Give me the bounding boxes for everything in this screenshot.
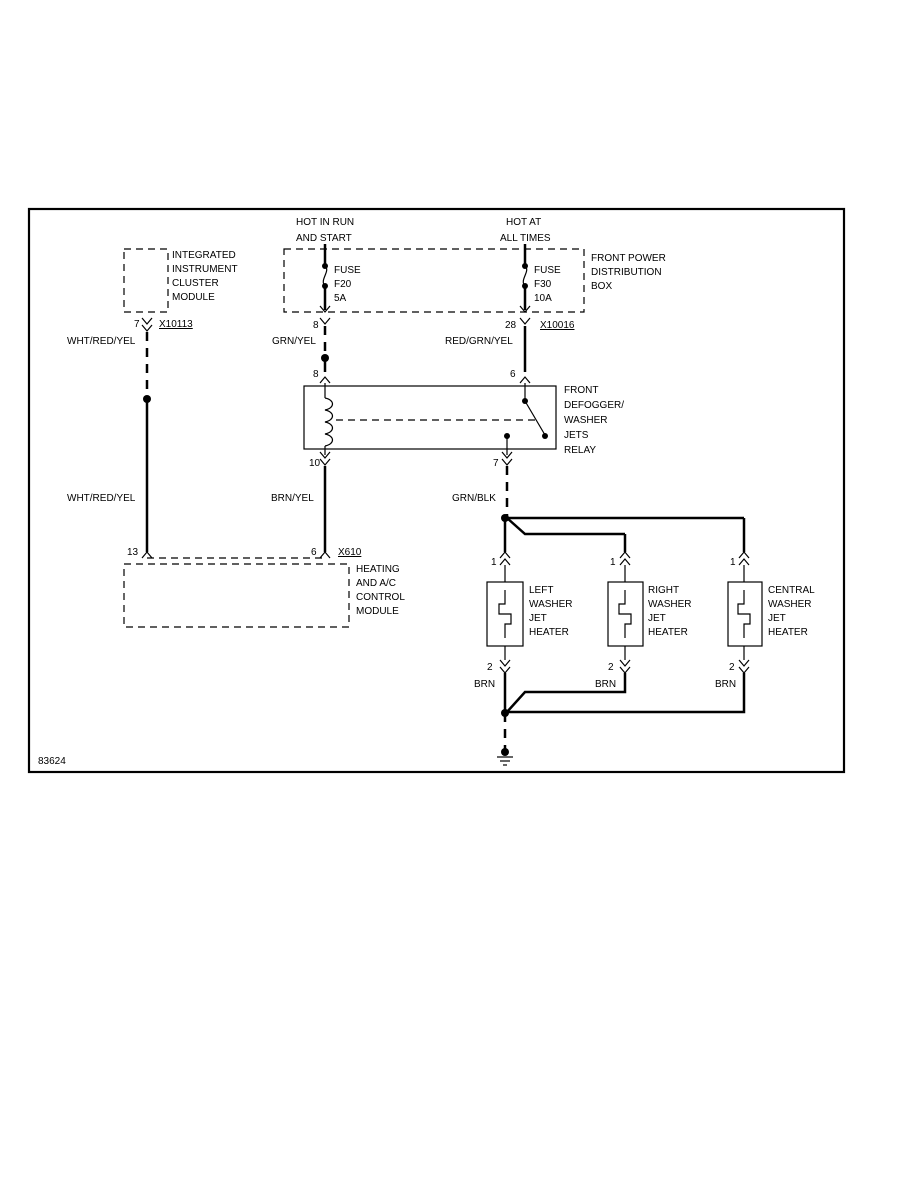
fuse-f30-label-2: F30 [534, 279, 552, 290]
cluster-label-1: INTEGRATED [172, 250, 236, 261]
hvac-label-1: HEATING [356, 564, 400, 575]
hot-run-start-label-2: AND START [296, 233, 352, 244]
hot-all-times-label-2: ALL TIMES [500, 233, 551, 244]
right-heater-label-4: HEATER [648, 627, 688, 638]
central-heater-element-icon [737, 590, 751, 638]
relay-label-5: RELAY [564, 445, 596, 456]
left-heater-label-3: JET [529, 613, 547, 624]
central-heater-label-3: JET [768, 613, 786, 624]
central-heater-label-2: WASHER [768, 599, 812, 610]
central-heater-label-4: HEATER [768, 627, 808, 638]
relay-pin-7: 7 [493, 458, 499, 469]
relay-coil-icon [324, 397, 334, 447]
fuse-pin-8: 8 [313, 320, 319, 331]
relay-label-3: WASHER [564, 415, 608, 426]
hvac-pin-6: 6 [311, 547, 317, 558]
central-pin-1: 1 [730, 557, 736, 568]
fuse-f30-label-3: 10A [534, 293, 552, 304]
right-pin-2: 2 [608, 662, 614, 673]
front-defogger-relay: FRONT DEFOGGER/ WASHER JETS RELAY [303, 385, 624, 456]
fuse-pin-28: 28 [505, 320, 517, 331]
instrument-cluster-module: INTEGRATED INSTRUMENT CLUSTER MODULE [123, 248, 238, 313]
wire-label-brn-right: BRN [595, 679, 616, 690]
hot-run-start-label-1: HOT IN RUN [296, 217, 354, 228]
left-washer-jet-heater: 1 2 LEFT WASHER JET HEATER [486, 551, 573, 674]
wire-label-grn-blk: GRN/BLK [452, 493, 496, 504]
wire-label-grn-yel: GRN/YEL [272, 336, 316, 347]
cluster-label-4: MODULE [172, 292, 215, 303]
cluster-label-2: INSTRUMENT [172, 264, 238, 275]
central-washer-jet-heater: 1 2 CENTRAL WASHER JET HEATER [727, 551, 815, 674]
relay-switch-icon [524, 400, 546, 436]
wire-label-brn-yel: BRN/YEL [271, 493, 314, 504]
left-heater-label-4: HEATER [529, 627, 569, 638]
central-heater-label-1: CENTRAL [768, 585, 815, 596]
connector-x610: X610 [338, 547, 362, 558]
fuse-f30-label-1: FUSE [534, 265, 561, 276]
hvac-label-4: MODULE [356, 606, 399, 617]
wire-label-wht-red-yel-top: WHT/RED/YEL [67, 336, 136, 347]
wire-label-wht-red-yel-bottom: WHT/RED/YEL [67, 493, 136, 504]
left-heater-element-icon [498, 590, 512, 638]
relay-label-2: DEFOGGER/ [564, 400, 624, 411]
front-power-distribution-box: FRONT POWER DISTRIBUTION BOX [283, 248, 666, 313]
hvac-label-3: CONTROL [356, 592, 405, 603]
power-box-label-1: FRONT POWER [591, 253, 666, 264]
right-heater-label-2: WASHER [648, 599, 692, 610]
fuse-f20-label-1: FUSE [334, 265, 361, 276]
ground-icon [497, 756, 513, 766]
wire-label-brn-left: BRN [474, 679, 495, 690]
diagram-frame [27, 207, 846, 774]
hot-all-times-label-1: HOT AT [506, 217, 541, 228]
relay-pin-6: 6 [510, 369, 516, 380]
right-heater-label-1: RIGHT [648, 585, 679, 596]
right-heater-label-3: JET [648, 613, 666, 624]
central-pin-2: 2 [729, 662, 735, 673]
relay-pin-8: 8 [313, 369, 319, 380]
connector-x10016: X10016 [540, 320, 575, 331]
hvac-pin-13: 13 [127, 547, 139, 558]
fuse-f20-label-2: F20 [334, 279, 352, 290]
power-box-label-3: BOX [591, 281, 612, 292]
power-box-label-2: DISTRIBUTION [591, 267, 662, 278]
right-heater-element-icon [618, 590, 632, 638]
wire-label-red-grn-yel: RED/GRN/YEL [445, 336, 513, 347]
right-washer-jet-heater: 1 2 RIGHT WASHER JET HEATER [607, 551, 692, 674]
right-pin-1: 1 [610, 557, 616, 568]
connector-x10113: X10113 [159, 319, 193, 330]
cluster-label-3: CLUSTER [172, 278, 219, 289]
hvac-label-2: AND A/C [356, 578, 396, 589]
relay-label-1: FRONT [564, 385, 598, 396]
cluster-pin-7: 7 [134, 319, 140, 330]
left-pin-2: 2 [487, 662, 493, 673]
heating-ac-control-module: HEATING AND A/C CONTROL MODULE [123, 563, 405, 628]
relay-label-4: JETS [564, 430, 589, 441]
left-heater-label-2: WASHER [529, 599, 573, 610]
figure-number: 83624 [38, 756, 66, 767]
relay-pin-10: 10 [309, 458, 321, 469]
wire-label-brn-central: BRN [715, 679, 736, 690]
left-pin-1: 1 [491, 557, 497, 568]
fuse-f20-label-3: 5A [334, 293, 347, 304]
left-heater-label-1: LEFT [529, 585, 553, 596]
